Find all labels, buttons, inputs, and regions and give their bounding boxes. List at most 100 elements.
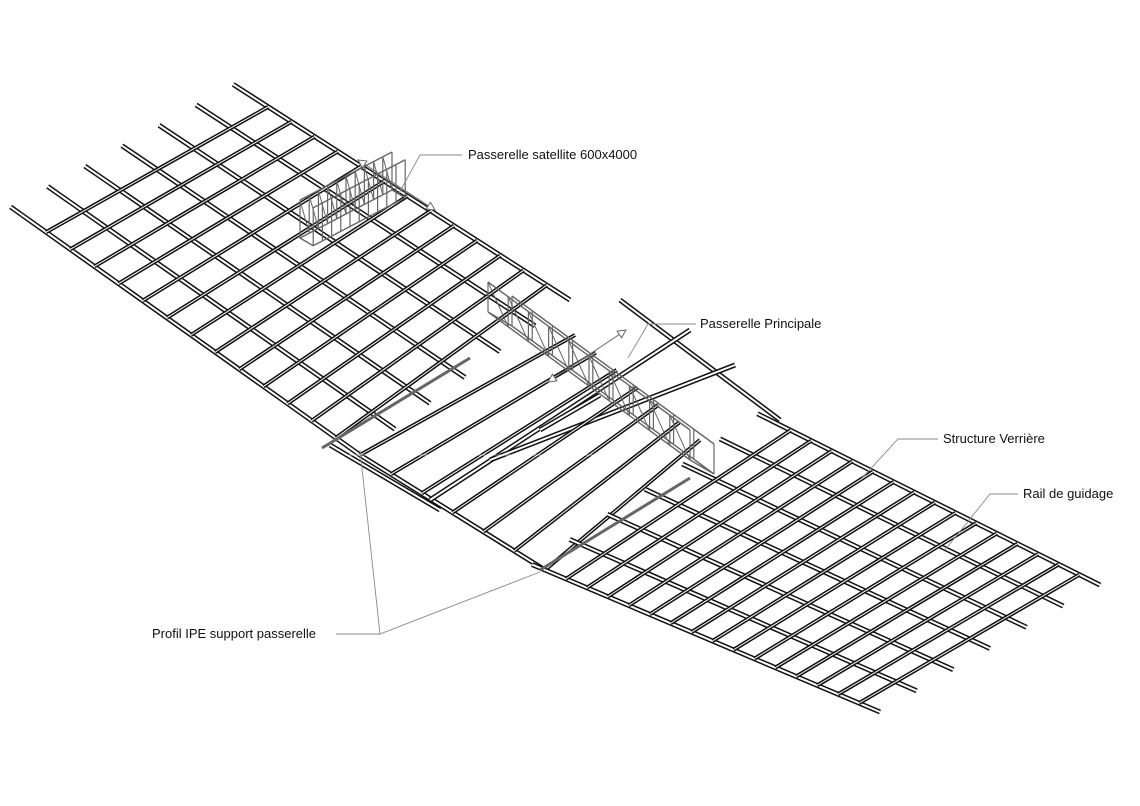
left-grid-crossbar-core: [346, 273, 383, 298]
left-grid-rail-end-core: [121, 144, 135, 155]
right-grid-crossbar-core: [795, 653, 834, 677]
left-grid-crossbar-core: [286, 281, 324, 306]
satellite-walkway-diagonal: [317, 190, 329, 224]
right-grid-crossbar-core: [811, 622, 850, 646]
right-grid-crossbar-core: [980, 543, 1018, 567]
right-grid-crossbar-core: [786, 571, 825, 596]
right-grid-crossbar-core: [865, 567, 903, 592]
left-grid-crossbar-core: [441, 240, 478, 266]
left-grid-crossbar-core: [464, 255, 501, 281]
left-grid-rail-end-core: [47, 185, 60, 196]
right-grid-crossbar-core: [703, 532, 741, 558]
left-grid-crossbar-core: [119, 169, 158, 191]
right-grid-crossbar-core: [906, 587, 945, 611]
valley-strut-core: [329, 444, 441, 511]
right-grid-crossbar-core: [844, 558, 882, 582]
right-grid-crossbar-core: [756, 474, 795, 500]
left-grid-crossbar-core: [382, 345, 418, 371]
left-grid-crossbar-core: [239, 249, 276, 273]
right-grid-crossbar-core: [848, 600, 887, 624]
right-grid-crossbar-core: [707, 575, 746, 601]
right-grid-crossbar-core: [791, 613, 829, 637]
left-grid-crossbar-core: [262, 265, 300, 290]
right-grid-crossbar-core: [682, 523, 721, 549]
left-grid-crossbar-core: [382, 249, 419, 274]
satellite-walkway-diagonal: [373, 161, 384, 195]
right-grid-crossbar-core: [712, 617, 750, 642]
main-walkway-diagonal: [588, 355, 610, 402]
left-grid-crossbar-core: [167, 201, 205, 224]
left-grid-crossbar-core: [82, 189, 121, 212]
left-grid-crossbar-core: [217, 142, 255, 165]
right-grid-rail-end-core: [757, 412, 771, 421]
valley-rafter-core: [421, 369, 617, 494]
satellite-walkway-diagonal: [363, 166, 375, 200]
left-grid-crossbar-core: [143, 185, 182, 208]
right-grid-crossbar-core: [837, 672, 876, 695]
left-grid-crossbar-core: [298, 337, 335, 363]
right-grid-crossbar-core: [897, 502, 936, 527]
ipe-profile-upper: [321, 356, 471, 450]
right-grid-crossbar-core: [876, 491, 915, 516]
left-grid-rail-end-core: [158, 124, 172, 134]
right-grid-rail-end-core: [681, 463, 696, 471]
main-walkway-diagonal: [669, 414, 691, 461]
left-grid-crossbar-core: [202, 271, 240, 296]
left-grid-crossbar-core: [94, 244, 132, 267]
right-grid-crossbar-core: [665, 556, 704, 582]
satellite-walkway-diagonal: [327, 185, 338, 219]
main-walkway-diagonal: [568, 340, 590, 387]
left-grid-crossbar-core: [226, 288, 264, 313]
right-grid-crossbar-core: [623, 538, 662, 564]
left-grid-rail-end-core: [195, 104, 209, 114]
leader-passerelle-principale: [627, 323, 696, 359]
main-walkway-diagonal: [628, 385, 651, 431]
right-grid-crossbar-core: [740, 508, 779, 534]
left-grid-crossbar-core: [417, 225, 455, 251]
right-grid-crossbar-core: [691, 608, 729, 633]
right-grid-crossbar-core: [754, 635, 792, 660]
left-grid-crossbar-core: [358, 329, 395, 355]
left-grid-crossbar-core: [45, 210, 84, 233]
valley-rafter-core: [483, 404, 659, 533]
leader-profil-ipe-2: [379, 571, 541, 635]
left-grid-crossbar-core: [106, 206, 145, 229]
right-grid-crossbar-core: [761, 518, 799, 544]
left-grid-rail-end-core: [10, 206, 23, 216]
main-walkway-diagonal: [608, 370, 630, 416]
right-grid-crossbar-core: [874, 650, 912, 674]
right-grid-crossbar-core: [794, 450, 833, 476]
right-grid-crossbar-core: [1001, 553, 1039, 577]
left-grid-rail-end-core: [232, 83, 246, 93]
right-grid-crossbar-core: [858, 681, 897, 704]
right-grid-crossbar-core: [752, 429, 791, 456]
main-travel-arrow-head: [616, 329, 627, 339]
right-grid-crossbar-core: [839, 515, 878, 540]
left-grid-crossbar-core: [275, 226, 313, 250]
satellite-travel-arrow: [357, 159, 436, 211]
right-grid-crossbar-core: [773, 440, 812, 466]
left-grid-crossbar-core: [118, 261, 156, 284]
main-walkway-diagonal: [507, 296, 529, 342]
left-grid-crossbar-core: [322, 257, 360, 282]
left-grid-crossbar-core: [274, 321, 312, 346]
right-grid-crossbar-core: [644, 547, 683, 573]
leader-profil-ipe-1: [336, 449, 381, 635]
right-grid-crossbar-core: [853, 641, 892, 664]
right-grid-crossbar-core: [959, 533, 998, 557]
left-grid-crossbar-core: [310, 297, 347, 322]
right-grid-crossbar-core: [895, 659, 933, 683]
right-grid-crossbar-core: [802, 538, 841, 563]
main-travel-arrow-head: [547, 373, 558, 383]
label-profil-ipe: Profil IPE support passerelle: [152, 626, 317, 641]
valley-rafter-core: [513, 422, 680, 552]
right-grid-crossbar-core: [736, 464, 775, 491]
left-grid-crossbar-core: [215, 233, 253, 257]
central-valley-structure: [328, 298, 782, 573]
main-walkway-diagonal: [487, 281, 509, 328]
right-grid-crossbar-core: [816, 663, 855, 686]
right-grid-crossbar-core: [698, 489, 737, 515]
right-grid-crossbar-core: [775, 644, 813, 669]
left-grid-crossbar-core: [240, 157, 279, 181]
